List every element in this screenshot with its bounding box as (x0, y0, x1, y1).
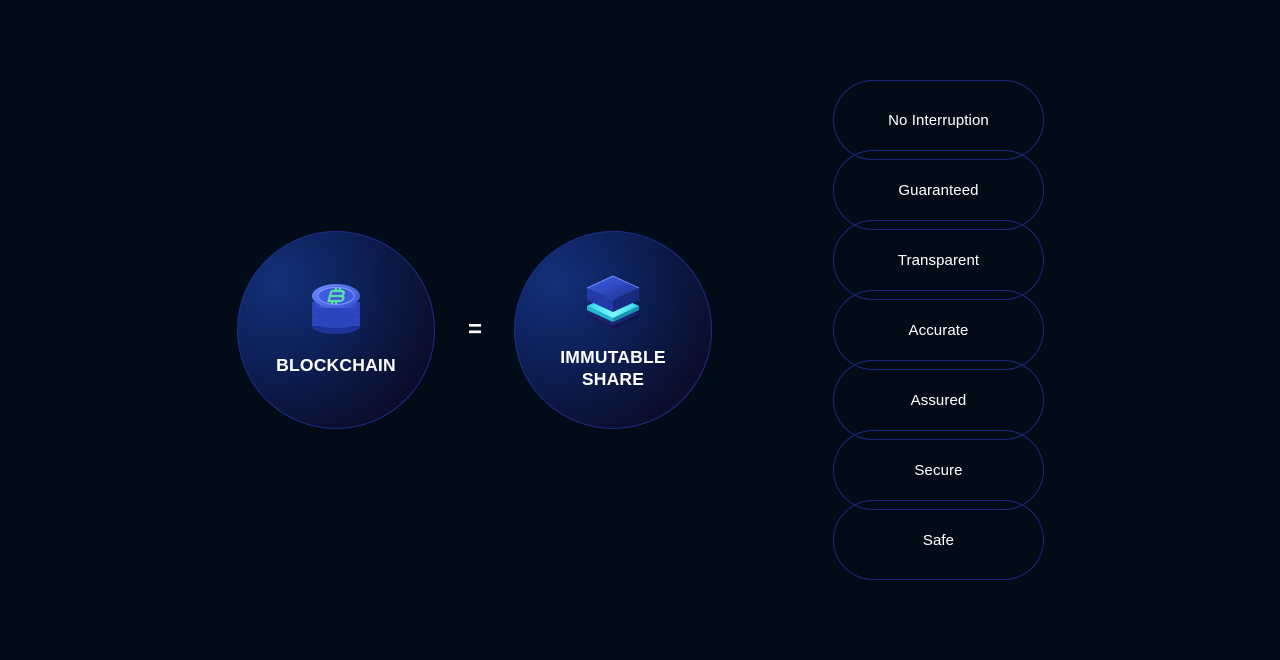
equals-sign: = (467, 316, 482, 343)
coin-stack-icon (308, 282, 364, 343)
layered-chip-icon (583, 270, 643, 337)
immutable-share-circle: IMMUTABLE SHARE (514, 231, 712, 429)
property-label: Assured (910, 391, 967, 409)
blockchain-circle: BLOCKCHAIN (237, 231, 435, 429)
property-pill-guaranteed: Guaranteed (833, 150, 1044, 230)
immutable-share-label-line1: IMMUTABLE (560, 347, 666, 367)
property-pill-assured: Assured (833, 360, 1044, 440)
property-pill-safe: Safe (833, 500, 1044, 580)
blockchain-label: BLOCKCHAIN (276, 355, 396, 375)
immutable-share-label-line2: SHARE (581, 369, 645, 389)
property-label: Accurate (908, 321, 969, 339)
immutable-share-label: IMMUTABLE SHARE (515, 346, 711, 390)
property-label: Guaranteed (898, 181, 979, 199)
property-label: Safe (922, 531, 955, 549)
property-pill-no-interruption: No Interruption (833, 80, 1044, 160)
property-pill-transparent: Transparent (833, 220, 1044, 300)
property-label: No Interruption (888, 111, 989, 129)
property-label: Transparent (897, 251, 980, 269)
property-pill-secure: Secure (833, 430, 1044, 510)
property-label: Secure (914, 461, 963, 479)
property-pill-accurate: Accurate (833, 290, 1044, 370)
